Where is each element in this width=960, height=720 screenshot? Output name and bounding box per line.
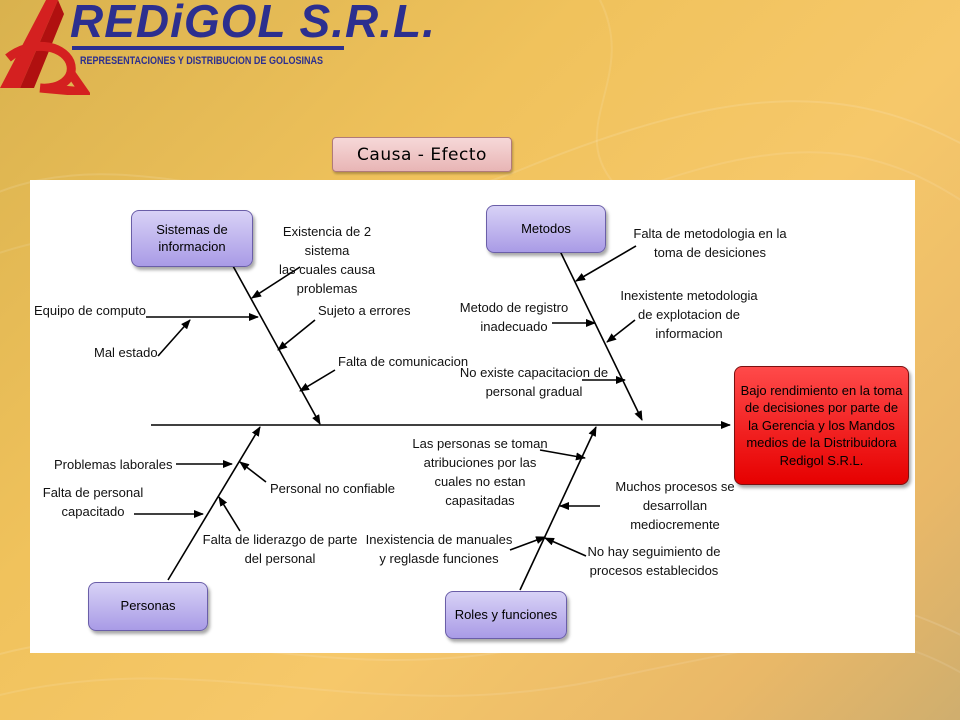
category-metodos: Metodos: [486, 205, 606, 253]
cause-label: Problemas laborales: [54, 457, 173, 472]
category-sistemas-de-informacion: Sistemas de informacion: [131, 210, 253, 267]
logo-mark-icon: [0, 0, 90, 95]
cause-label: Inexistente metodologia de explotacion d…: [620, 288, 758, 341]
cause-label: Las personas se toman atribuciones por l…: [412, 436, 548, 508]
bone-personas: [167, 426, 261, 581]
cause-label: Falta de liderazgo de parte del personal: [202, 532, 358, 566]
cause-label: Sujeto a errores: [318, 303, 411, 318]
effect-box: Bajo rendimiento en la toma de decisione…: [734, 366, 909, 485]
cause-label: No existe capacitacion de personal gradu…: [459, 365, 609, 399]
cause-label: Equipo de computo: [34, 303, 147, 318]
cause-label: Falta de personal capacitado: [42, 485, 144, 519]
fishbone-diagram: Sistemas de informacion Metodos Personas…: [30, 180, 915, 653]
cause-label: Muchos procesos se desarrollan mediocrem…: [615, 479, 735, 532]
bone-sistemas: [232, 265, 321, 425]
cause-label: Falta de metodologia en la toma de desic…: [633, 226, 787, 260]
cause-label: Falta de comunicacion: [338, 354, 469, 369]
category-roles-y-funciones: Roles y funciones: [445, 591, 567, 639]
slide-title: Causa - Efecto: [332, 137, 512, 172]
category-personas: Personas: [88, 582, 208, 631]
cause-label: Personal no confiable: [270, 481, 396, 496]
bone-metodos: [559, 250, 643, 421]
cause-label: No hay seguimiento de procesos estableci…: [587, 544, 721, 578]
diagram-lines: [134, 245, 731, 591]
cause-label: Mal estado: [94, 345, 158, 360]
cause-label: Metodo de registro inadecuado: [459, 300, 569, 334]
logo-title: REDiGOL S.R.L.: [70, 0, 436, 47]
logo-underline: [72, 46, 344, 50]
company-logo: REDiGOL S.R.L. REPRESENTACIONES Y DISTRI…: [0, 0, 435, 95]
cause-label: Inexistencia de manuales y reglasde func…: [365, 532, 513, 566]
cause-label: Existencia de 2 sistema las cuales causa…: [278, 224, 376, 296]
logo-subtitle: REPRESENTACIONES Y DISTRIBUCION DE GOLOS…: [80, 55, 324, 67]
